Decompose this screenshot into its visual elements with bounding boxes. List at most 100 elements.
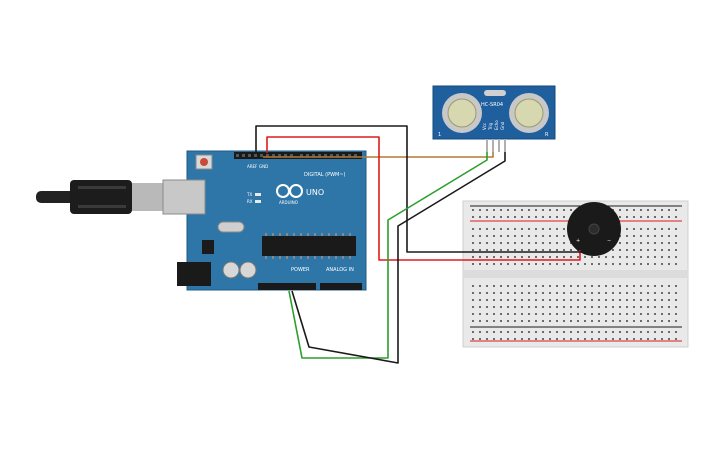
breadboard-hole[interactable] [591,331,593,333]
breadboard-hole[interactable] [654,331,656,333]
breadboard-hole[interactable] [479,209,481,211]
breadboard-hole[interactable] [486,256,488,258]
breadboard-hole[interactable] [507,338,509,340]
breadboard-hole[interactable] [549,306,551,308]
breadboard-hole[interactable] [535,216,537,218]
breadboard-hole[interactable] [479,299,481,301]
hc-sr04-sensor[interactable]: HC-SR04 1 R Vcc Trig Echo Gnd [432,85,556,152]
breadboard-hole[interactable] [626,263,628,265]
breadboard-hole[interactable] [626,256,628,258]
breadboard-hole[interactable] [640,263,642,265]
breadboard-hole[interactable] [619,263,621,265]
breadboard-hole[interactable] [479,285,481,287]
breadboard-hole[interactable] [563,216,565,218]
breadboard-hole[interactable] [633,209,635,211]
breadboard-hole[interactable] [542,299,544,301]
breadboard-hole[interactable] [528,228,530,230]
breadboard-hole[interactable] [556,209,558,211]
breadboard-hole[interactable] [500,228,502,230]
breadboard-hole[interactable] [668,249,670,251]
breadboard-hole[interactable] [591,299,593,301]
breadboard-hole[interactable] [661,292,663,294]
breadboard-hole[interactable] [479,242,481,244]
breadboard-hole[interactable] [556,292,558,294]
breadboard-hole[interactable] [584,320,586,322]
breadboard-hole[interactable] [549,242,551,244]
breadboard-hole[interactable] [640,249,642,251]
breadboard-hole[interactable] [563,209,565,211]
breadboard-hole[interactable] [577,313,579,315]
breadboard-hole[interactable] [563,292,565,294]
breadboard-hole[interactable] [556,306,558,308]
breadboard-hole[interactable] [675,338,677,340]
breadboard-hole[interactable] [675,285,677,287]
breadboard-hole[interactable] [486,331,488,333]
breadboard-hole[interactable] [626,331,628,333]
breadboard-hole[interactable] [570,256,572,258]
breadboard-hole[interactable] [633,338,635,340]
breadboard-hole[interactable] [528,313,530,315]
breadboard-hole[interactable] [514,331,516,333]
breadboard-hole[interactable] [598,306,600,308]
breadboard-hole[interactable] [619,292,621,294]
breadboard-hole[interactable] [640,216,642,218]
breadboard-hole[interactable] [661,331,663,333]
breadboard-hole[interactable] [521,209,523,211]
breadboard-hole[interactable] [486,285,488,287]
breadboard-hole[interactable] [500,285,502,287]
breadboard-hole[interactable] [570,263,572,265]
breadboard-hole[interactable] [605,313,607,315]
breadboard-hole[interactable] [542,249,544,251]
breadboard-hole[interactable] [626,209,628,211]
power-header[interactable] [258,283,316,290]
breadboard-hole[interactable] [563,299,565,301]
breadboard-hole[interactable] [591,256,593,258]
breadboard-hole[interactable] [535,249,537,251]
breadboard-hole[interactable] [640,338,642,340]
breadboard-hole[interactable] [647,299,649,301]
breadboard-hole[interactable] [661,313,663,315]
breadboard-hole[interactable] [493,299,495,301]
breadboard-hole[interactable] [549,320,551,322]
breadboard-hole[interactable] [647,285,649,287]
breadboard-hole[interactable] [640,292,642,294]
breadboard-hole[interactable] [591,320,593,322]
breadboard-hole[interactable] [647,292,649,294]
breadboard-hole[interactable] [514,285,516,287]
breadboard-hole[interactable] [542,209,544,211]
breadboard-hole[interactable] [640,313,642,315]
breadboard-hole[interactable] [668,331,670,333]
breadboard-hole[interactable] [563,320,565,322]
breadboard-hole[interactable] [619,320,621,322]
breadboard-hole[interactable] [612,285,614,287]
breadboard-hole[interactable] [479,256,481,258]
breadboard-hole[interactable] [493,320,495,322]
breadboard-hole[interactable] [640,209,642,211]
breadboard-hole[interactable] [626,216,628,218]
breadboard-hole[interactable] [528,285,530,287]
breadboard-hole[interactable] [493,242,495,244]
breadboard-hole[interactable] [493,313,495,315]
breadboard-hole[interactable] [514,292,516,294]
breadboard-hole[interactable] [598,263,600,265]
breadboard-hole[interactable] [556,313,558,315]
breadboard-hole[interactable] [626,285,628,287]
breadboard-hole[interactable] [661,256,663,258]
breadboard-hole[interactable] [493,338,495,340]
breadboard-hole[interactable] [661,235,663,237]
breadboard-hole[interactable] [549,249,551,251]
breadboard-hole[interactable] [598,313,600,315]
breadboard-hole[interactable] [612,292,614,294]
breadboard-hole[interactable] [647,313,649,315]
breadboard-hole[interactable] [647,338,649,340]
breadboard-hole[interactable] [654,313,656,315]
breadboard-hole[interactable] [668,216,670,218]
breadboard-hole[interactable] [619,331,621,333]
breadboard-hole[interactable] [556,228,558,230]
breadboard-hole[interactable] [556,249,558,251]
breadboard-hole[interactable] [493,256,495,258]
breadboard-hole[interactable] [563,263,565,265]
breadboard-hole[interactable] [654,228,656,230]
breadboard-hole[interactable] [472,263,474,265]
breadboard-hole[interactable] [675,299,677,301]
